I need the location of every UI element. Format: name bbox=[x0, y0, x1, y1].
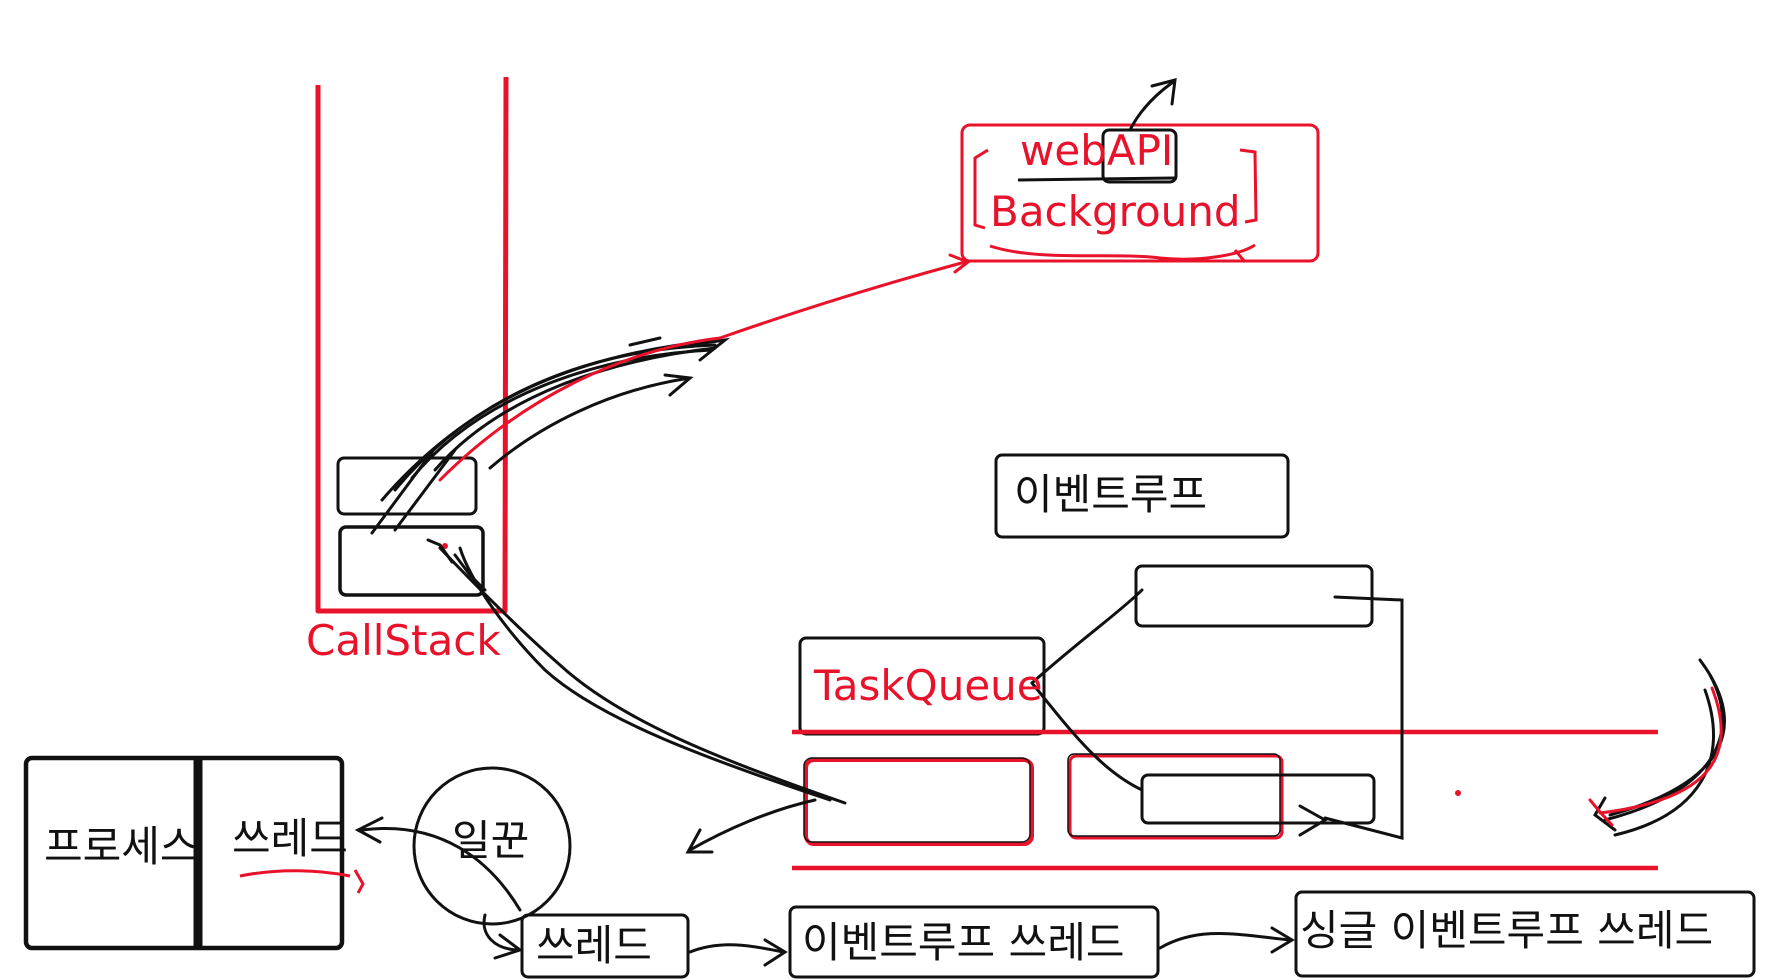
webapi-up-arrow bbox=[1128, 77, 1177, 132]
process-box bbox=[23, 755, 345, 951]
callstack-to-webapi-red-arrow bbox=[438, 260, 967, 482]
background-label: Background bbox=[990, 187, 1241, 236]
queue-slot-1-inner bbox=[803, 757, 1031, 843]
eventloop-label: 이벤트루프 bbox=[1014, 470, 1208, 519]
right-incoming-arrows bbox=[1588, 658, 1726, 837]
queue-down-arrow bbox=[685, 798, 817, 854]
webapi-bracket bbox=[973, 148, 1258, 230]
worker-circle bbox=[412, 766, 572, 926]
single-eventloop-thread-box bbox=[1294, 890, 1756, 978]
webapi-api-highlight bbox=[1101, 128, 1178, 184]
webapi-label: webAPI bbox=[1020, 126, 1174, 175]
queue-to-callstack-arrows bbox=[426, 538, 847, 805]
queue-slot-2 bbox=[1068, 754, 1284, 840]
eventloop-box bbox=[994, 453, 1290, 539]
taskqueue-connectors bbox=[1030, 588, 1404, 840]
webapi-box bbox=[960, 123, 1320, 263]
queue-dot bbox=[1455, 790, 1461, 796]
single-eventloop-thread-label: 싱글 이벤트루프 쓰레드 bbox=[1300, 906, 1714, 955]
taskqueue-label: TaskQueue bbox=[814, 661, 1043, 710]
thread-box bbox=[520, 913, 690, 979]
thread-label: 쓰레드 bbox=[232, 814, 348, 863]
callstack-label: CallStack bbox=[306, 616, 501, 665]
callstack-container bbox=[315, 76, 509, 614]
eventloop-thread-box bbox=[788, 905, 1160, 979]
callstack-frame-bottom bbox=[338, 525, 485, 597]
webapi-underline-black bbox=[1017, 176, 1176, 182]
background-underline-red bbox=[989, 243, 1256, 263]
eventloop-thread-to-single-arrow bbox=[1158, 926, 1295, 954]
callstack-to-webapi-arrows bbox=[370, 336, 731, 535]
queue-slot-2-inner bbox=[1067, 753, 1281, 837]
queue-slot-3 bbox=[1140, 773, 1376, 825]
worker-to-thread-arrow bbox=[354, 816, 522, 912]
worker-label: 일꾼 bbox=[452, 816, 530, 865]
process-label: 프로세스 bbox=[44, 822, 199, 871]
thread-box-label: 쓰레드 bbox=[536, 921, 652, 970]
thread-underline-red bbox=[239, 869, 365, 894]
eventloop-thread-label: 이벤트루프 쓰레드 bbox=[802, 918, 1125, 967]
worker-to-thread-box-arrow bbox=[482, 913, 524, 960]
thread-to-eventloop-thread-arrow bbox=[688, 938, 788, 967]
